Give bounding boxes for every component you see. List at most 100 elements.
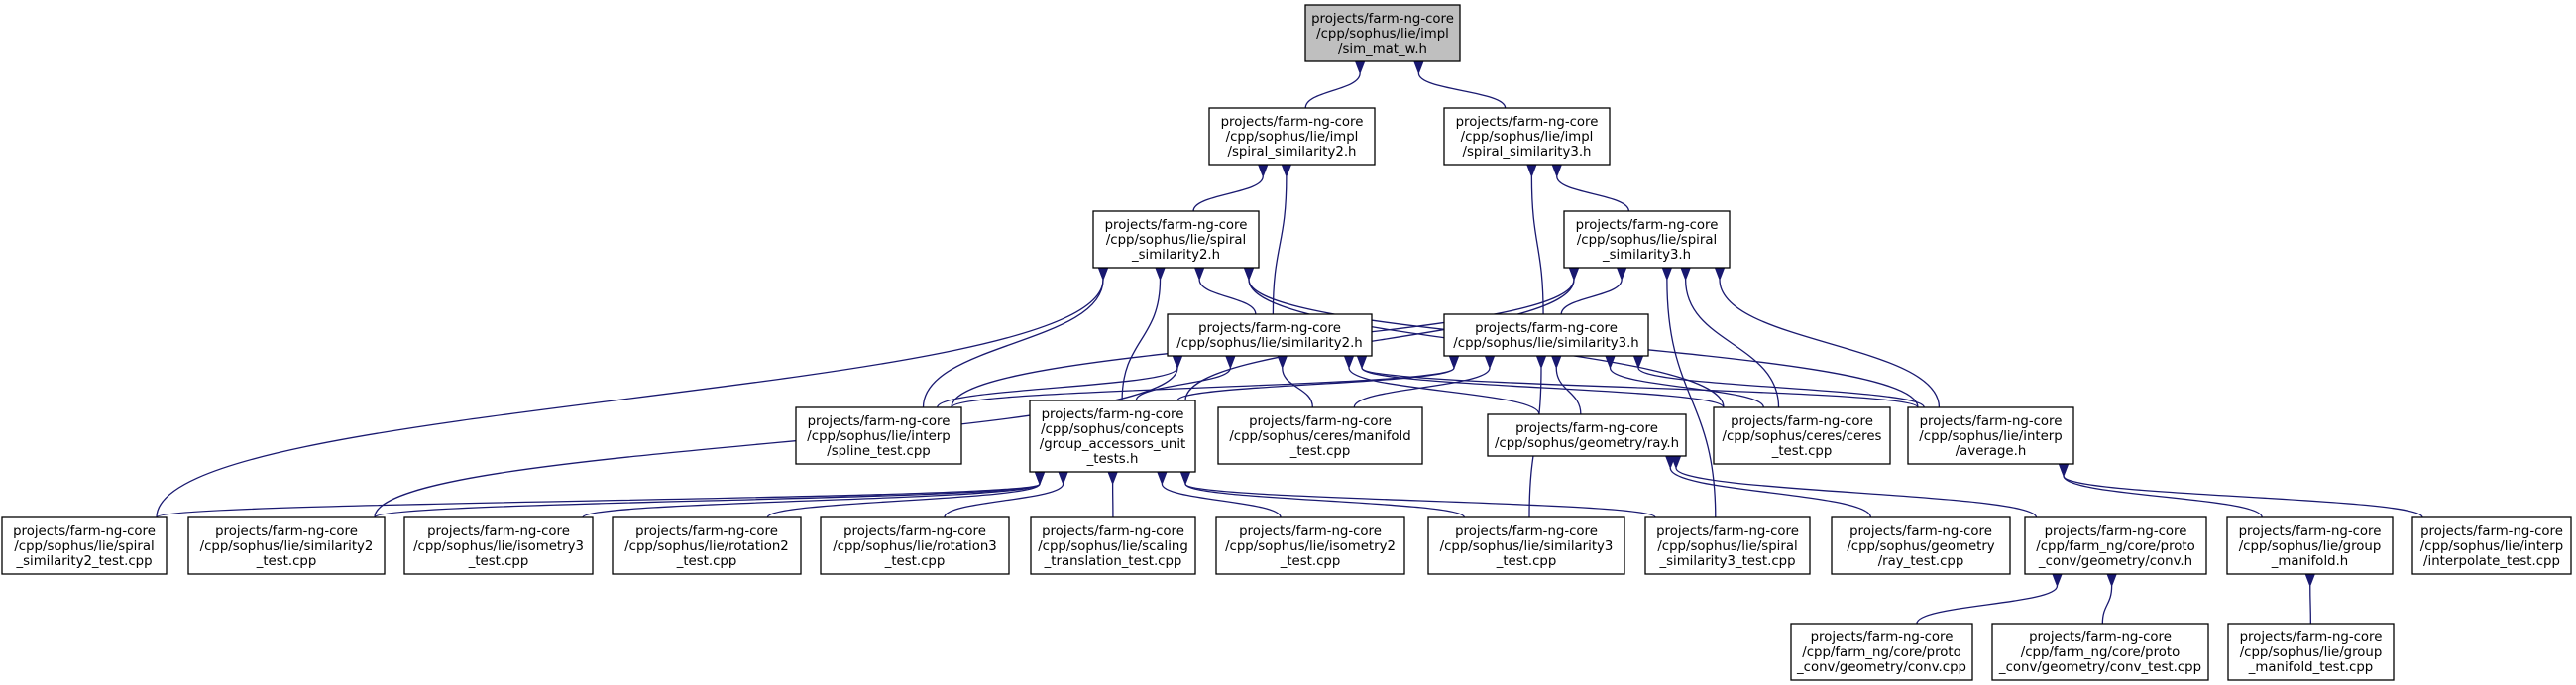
- node-label-line: /cpp/sophus/geometry: [1847, 539, 1994, 554]
- edge-path: [2310, 586, 2311, 625]
- node-box[interactable]: [612, 516, 802, 575]
- node-similarity3[interactable]: projects/farm-ng-core/cpp/sophus/lie/sim…: [1443, 313, 1649, 357]
- node-box[interactable]: [2024, 516, 2207, 575]
- node-label-line: /cpp/sophus/lie/group: [2240, 645, 2383, 660]
- node-label-line: /cpp/sophus/lie/spiral: [1577, 233, 1717, 248]
- node-group-manifold-test[interactable]: projects/farm-ng-core/cpp/sophus/lie/gro…: [2227, 623, 2395, 681]
- node-box: [1304, 4, 1461, 62]
- node-box[interactable]: [1092, 210, 1260, 269]
- node-isometry2-test[interactable]: projects/farm-ng-core/cpp/sophus/lie/iso…: [1215, 516, 1405, 575]
- edge-path: [1162, 484, 1282, 518]
- node-box[interactable]: [1907, 406, 2074, 465]
- node-ray-test[interactable]: projects/farm-ng-core/cpp/sophus/geometr…: [1831, 516, 2011, 575]
- node-box[interactable]: [2411, 516, 2572, 575]
- node-label-line: _translation_test.cpp: [1044, 554, 1182, 569]
- node-box[interactable]: [1790, 623, 1973, 681]
- node-isometry3-test[interactable]: projects/farm-ng-core/cpp/sophus/lie/iso…: [403, 516, 594, 575]
- dependency-edge: [156, 280, 1103, 518]
- node-conv-h[interactable]: projects/farm-ng-core/cpp/farm_ng/core/p…: [2024, 516, 2207, 575]
- node-label-line: /spiral_similarity2.h: [1228, 145, 1357, 160]
- node-label-line: projects/farm-ng-core: [808, 414, 951, 429]
- edge-path: [1560, 280, 1622, 315]
- node-average[interactable]: projects/farm-ng-core/cpp/sophus/lie/int…: [1907, 406, 2074, 465]
- edge-path: [2101, 586, 2111, 625]
- node-label-line: projects/farm-ng-core: [1198, 321, 1341, 336]
- node-manifold-test[interactable]: projects/farm-ng-core/cpp/sophus/ceres/m…: [1217, 406, 1423, 465]
- node-spiral-similarity2-impl[interactable]: projects/farm-ng-core/cpp/sophus/lie/imp…: [1208, 107, 1376, 166]
- node-label-line: /cpp/sophus/lie/group: [2239, 539, 2382, 554]
- edge-path: [951, 368, 1454, 408]
- node-label-line: projects/farm-ng-core: [843, 524, 986, 539]
- dependency-edge: [1121, 280, 1160, 401]
- node-box[interactable]: [820, 516, 1010, 575]
- edge-path: [766, 484, 1040, 518]
- node-label-line: projects/farm-ng-core: [1455, 524, 1598, 539]
- node-label-line: /spline_test.cpp: [827, 444, 930, 459]
- node-group-accessors[interactable]: projects/farm-ng-core/cpp/sophus/concept…: [1029, 400, 1196, 473]
- node-label-line: projects/farm-ng-core: [1249, 414, 1392, 429]
- node-box[interactable]: [795, 406, 962, 465]
- edge-path: [156, 484, 1040, 518]
- node-label-line: /average.h: [1956, 444, 2027, 459]
- node-spline-test[interactable]: projects/farm-ng-core/cpp/sophus/lie/int…: [795, 406, 962, 465]
- node-similarity2-test[interactable]: projects/farm-ng-core/cpp/sophus/lie/sim…: [187, 516, 386, 575]
- node-box[interactable]: [2227, 623, 2395, 681]
- node-label-line: /cpp/sophus/geometry/ray.h: [1495, 436, 1679, 451]
- node-box[interactable]: [403, 516, 594, 575]
- node-box[interactable]: [1443, 313, 1649, 357]
- node-box[interactable]: [1029, 400, 1196, 473]
- node-group-manifold[interactable]: projects/farm-ng-core/cpp/sophus/lie/gro…: [2226, 516, 2394, 575]
- node-box[interactable]: [1427, 516, 1625, 575]
- node-label-line: /cpp/farm_ng/core/proto: [2021, 645, 2181, 660]
- dependency-edge: [766, 484, 1040, 518]
- node-label-line: /cpp/sophus/lie/interp: [2420, 539, 2563, 554]
- node-similarity3-test[interactable]: projects/farm-ng-core/cpp/sophus/lie/sim…: [1427, 516, 1625, 575]
- node-label-line: projects/farm-ng-core: [1042, 524, 1184, 539]
- node-spiral-similarity3[interactable]: projects/farm-ng-core/cpp/sophus/lie/spi…: [1563, 210, 1731, 269]
- node-label-line: /spiral_similarity3.h: [1463, 145, 1592, 160]
- dependency-edge: [1362, 368, 1725, 408]
- node-box[interactable]: [1563, 210, 1731, 269]
- node-spiral-similarity3-impl[interactable]: projects/farm-ng-core/cpp/sophus/lie/imp…: [1443, 107, 1611, 166]
- node-label-line: projects/farm-ng-core: [1475, 321, 1618, 336]
- node-box[interactable]: [1167, 313, 1373, 357]
- node-box[interactable]: [1831, 516, 2011, 575]
- edge-path: [1670, 468, 1872, 518]
- node-label-line: projects/farm-ng-core: [1456, 115, 1599, 130]
- node-box[interactable]: [1991, 623, 2209, 681]
- node-rotation2-test[interactable]: projects/farm-ng-core/cpp/sophus/lie/rot…: [612, 516, 802, 575]
- node-box[interactable]: [1, 516, 168, 575]
- node-spiral-similarity3-test[interactable]: projects/farm-ng-core/cpp/sophus/lie/spi…: [1644, 516, 1811, 575]
- node-box[interactable]: [2226, 516, 2394, 575]
- node-box[interactable]: [1208, 107, 1376, 166]
- node-spiral-similarity2[interactable]: projects/farm-ng-core/cpp/sophus/lie/spi…: [1092, 210, 1260, 269]
- node-box[interactable]: [1215, 516, 1405, 575]
- node-label-line: projects/farm-ng-core: [1576, 218, 1719, 233]
- node-label-line: /cpp/sophus/lie/similarity3: [1440, 539, 1614, 554]
- node-ray-h[interactable]: projects/farm-ng-core/cpp/sophus/geometr…: [1487, 413, 1687, 457]
- node-interpolate-test[interactable]: projects/farm-ng-core/cpp/sophus/lie/int…: [2411, 516, 2572, 575]
- node-box[interactable]: [187, 516, 386, 575]
- node-label-line: _test.cpp: [884, 554, 946, 569]
- dependency-edge: [922, 280, 1104, 408]
- edge-path: [1916, 586, 2058, 625]
- node-label-line: _test.cpp: [1496, 554, 1557, 569]
- node-box[interactable]: [1443, 107, 1611, 166]
- node-similarity2[interactable]: projects/farm-ng-core/cpp/sophus/lie/sim…: [1167, 313, 1373, 357]
- node-sim-mat-w: projects/farm-ng-core/cpp/sophus/lie/imp…: [1304, 4, 1461, 62]
- node-label-line: projects/farm-ng-core: [2240, 630, 2383, 645]
- node-box[interactable]: [1217, 406, 1423, 465]
- node-conv-cpp[interactable]: projects/farm-ng-core/cpp/farm_ng/core/p…: [1790, 623, 1973, 681]
- node-box[interactable]: [1487, 413, 1687, 457]
- node-rotation3-test[interactable]: projects/farm-ng-core/cpp/sophus/lie/rot…: [820, 516, 1010, 575]
- node-label-line: /cpp/farm_ng/core/proto: [2036, 539, 2195, 554]
- node-box[interactable]: [1713, 406, 1891, 465]
- node-scaling-translation-test[interactable]: projects/farm-ng-core/cpp/sophus/lie/sca…: [1030, 516, 1196, 575]
- node-conv-test[interactable]: projects/farm-ng-core/cpp/farm_ng/core/p…: [1991, 623, 2209, 681]
- node-spiral-similarity2-test[interactable]: projects/farm-ng-core/cpp/sophus/lie/spi…: [1, 516, 168, 575]
- node-box[interactable]: [1644, 516, 1811, 575]
- dependency-edge: [2064, 476, 2263, 518]
- node-ceres-test[interactable]: projects/farm-ng-core/cpp/sophus/ceres/c…: [1713, 406, 1891, 465]
- dependency-edge: [374, 368, 1177, 518]
- node-box[interactable]: [1030, 516, 1196, 575]
